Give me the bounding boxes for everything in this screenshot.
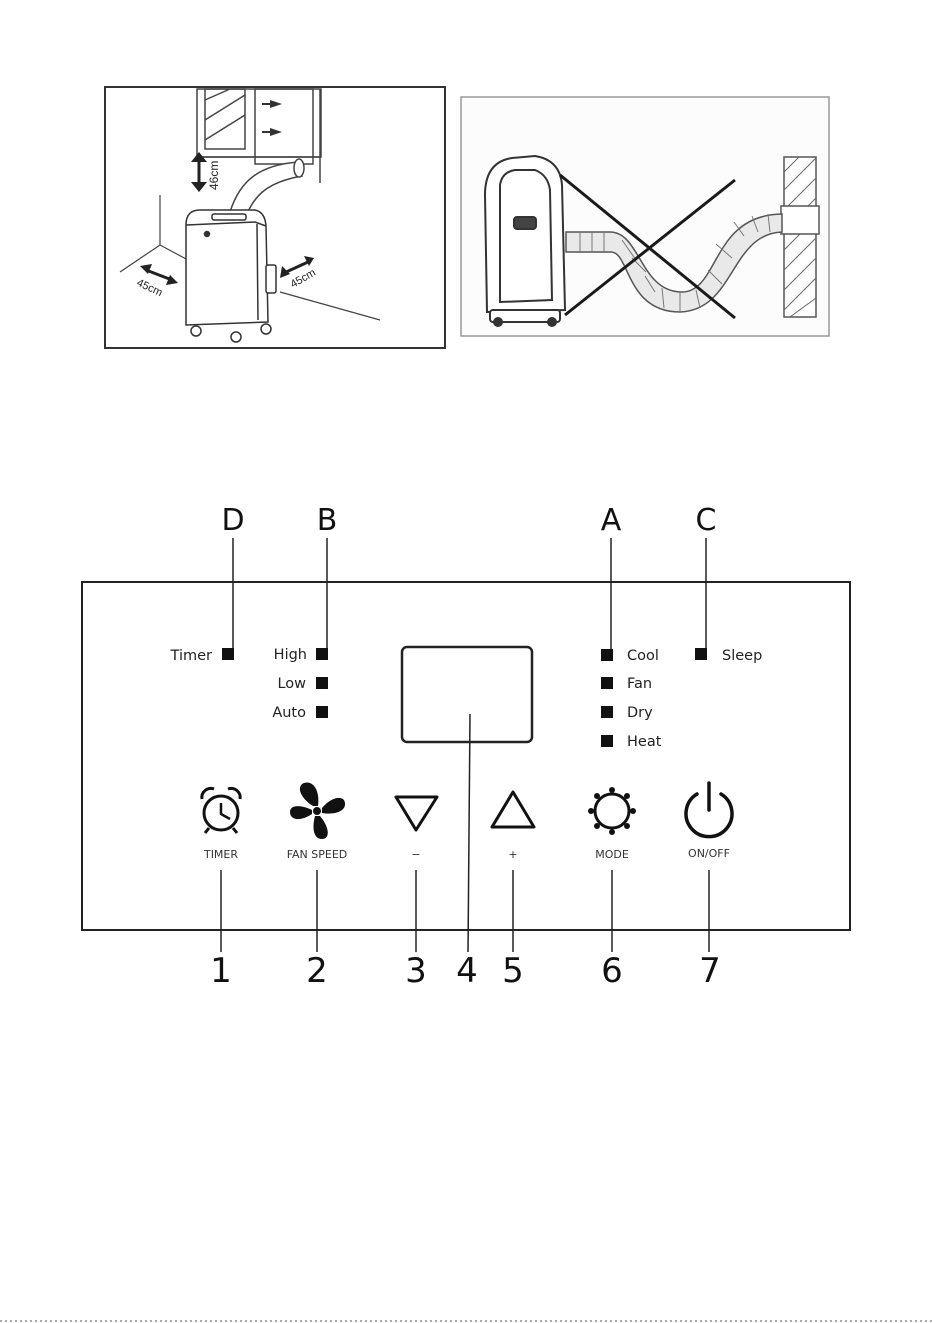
indicator-led-sleep <box>695 648 707 660</box>
indicator-label-heat: Heat <box>627 734 662 750</box>
portable-ac-side-drawing <box>485 156 565 326</box>
panel-frame <box>82 582 850 930</box>
indicator-led-low <box>316 677 328 689</box>
installation-clearance-figure: 46cm 45cm <box>105 87 445 348</box>
indicator-label-dry: Dry <box>627 705 653 721</box>
wall-drawing <box>781 157 819 317</box>
fan-speed-button-label: FAN SPEED <box>287 848 348 861</box>
mode-button-label: MODE <box>595 848 629 861</box>
callout-number-3: 3 <box>405 951 427 991</box>
indicator-led-heat <box>601 735 613 747</box>
callout-number-5: 5 <box>502 951 524 991</box>
callout-number-1: 1 <box>210 951 232 991</box>
indicator-label-low: Low <box>277 676 306 692</box>
indicator-label-auto: Auto <box>272 705 306 721</box>
power-button-label: ON/OFF <box>688 847 730 860</box>
temperature-display <box>402 647 532 742</box>
indicator-label-cool: Cool <box>627 648 659 664</box>
indicator-led-timer <box>222 648 234 660</box>
callout-letter-a: A <box>601 503 622 538</box>
callout-number-6: 6 <box>601 951 623 991</box>
indicator-led-high <box>316 648 328 660</box>
callout-letter-c: C <box>696 503 717 538</box>
decrease-button-label: − <box>411 848 420 861</box>
indicator-label-timer: Timer <box>170 648 212 664</box>
callout-number-4: 4 <box>456 951 478 991</box>
indicator-led-dry <box>601 706 613 718</box>
callout-letter-d: D <box>221 503 244 538</box>
increase-button-label: + <box>508 848 517 861</box>
indicator-label-high: High <box>274 647 307 663</box>
dim-top-label: 46cm <box>207 161 221 190</box>
indicator-label-sleep: Sleep <box>722 648 762 664</box>
callout-number-2: 2 <box>306 951 328 991</box>
portable-ac-unit-drawing <box>186 210 276 342</box>
indicator-label-fan: Fan <box>627 676 652 692</box>
callout-letter-b: B <box>317 503 338 538</box>
indicator-led-auto <box>316 706 328 718</box>
indicator-led-cool <box>601 649 613 661</box>
control-panel-diagram: D B A C Timer High Low Auto Cool Fan Dry <box>82 503 850 991</box>
incorrect-hose-figure <box>461 97 829 336</box>
callout-number-7: 7 <box>699 951 721 991</box>
indicator-led-fan <box>601 677 613 689</box>
timer-button-label: TIMER <box>203 848 238 861</box>
